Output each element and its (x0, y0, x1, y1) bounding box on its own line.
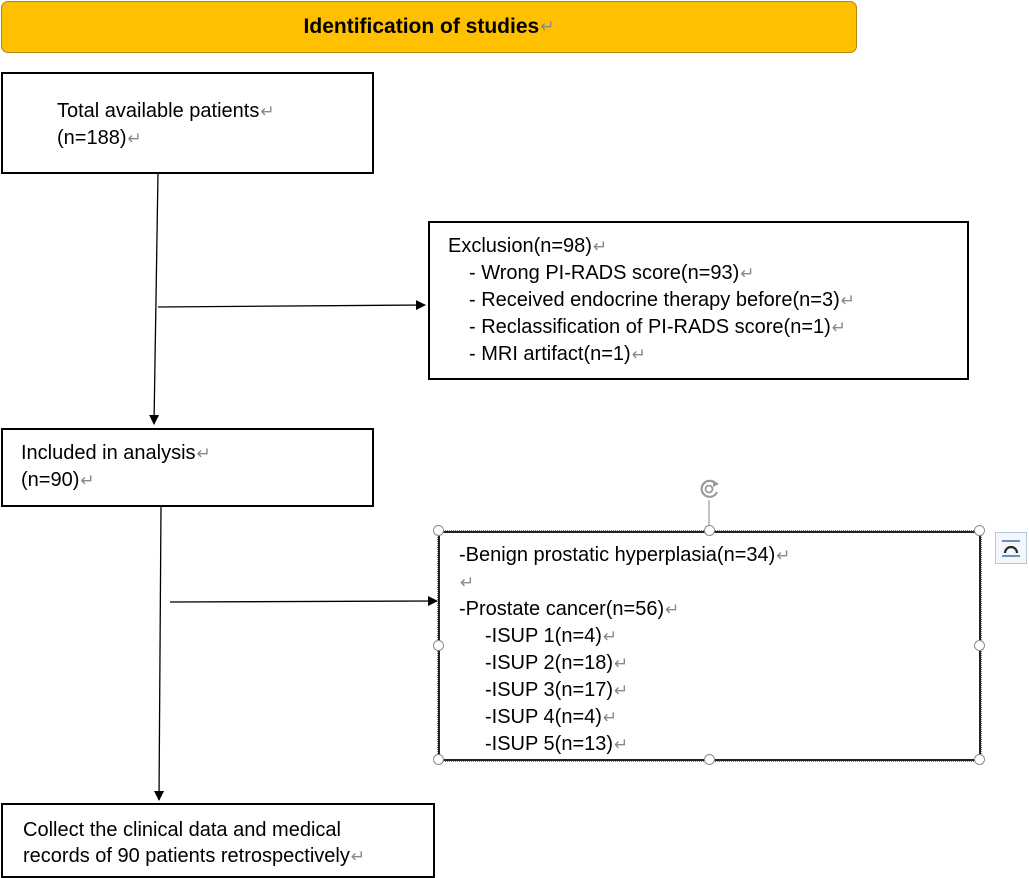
box-line: ↵ (460, 573, 475, 592)
resize-handle-left[interactable] (433, 640, 444, 651)
connector-to-exclusion (157, 300, 426, 311)
exclusion-box: Exclusion(n=98)↵ - Wrong PI-RADS score(n… (428, 221, 969, 380)
flowchart-title: Identification of studies↵ (1, 1, 857, 53)
flowchart-title-text: Identification of studies (303, 15, 540, 38)
box-line: records of 90 patients retrospectively↵ (23, 845, 366, 867)
box-line: Included in analysis↵ (21, 442, 211, 464)
connector-to-diagnosis (169, 596, 438, 607)
resize-handle-bottom-left[interactable] (433, 754, 444, 765)
box-line: -Prostate cancer(n=56)↵ (459, 598, 680, 620)
resize-handle-right[interactable] (974, 640, 985, 651)
box-line: -ISUP 2(n=18)↵ (485, 652, 629, 674)
box-line: - Wrong PI-RADS score(n=93)↵ (469, 262, 755, 284)
diagnosis-box[interactable]: -Benign prostatic hyperplasia(n=34)↵ ↵ -… (437, 530, 982, 762)
box-line: Total available patients↵ (57, 100, 275, 122)
box-line: - Reclassification of PI-RADS score(n=1)… (469, 316, 847, 338)
box-line: - Received endocrine therapy before(n=3)… (469, 289, 856, 311)
layout-options-button[interactable] (995, 532, 1027, 564)
included-box: Included in analysis↵ (n=90)↵ (1, 428, 374, 507)
box-line: Exclusion(n=98)↵ (448, 235, 608, 257)
box-line: -ISUP 5(n=13)↵ (485, 733, 629, 755)
box-line: (n=188)↵ (57, 127, 142, 149)
resize-handle-top[interactable] (704, 525, 715, 536)
box-line: -ISUP 3(n=17)↵ (485, 679, 629, 701)
collect-data-box: Collect the clinical data and medical re… (1, 803, 435, 878)
box-line: -Benign prostatic hyperplasia(n=34)↵ (459, 544, 791, 566)
resize-handle-bottom-right[interactable] (974, 754, 985, 765)
text-wrap-icon (1002, 540, 1020, 557)
resize-handle-top-left[interactable] (433, 525, 444, 536)
rotate-icon[interactable] (696, 476, 724, 502)
total-patients-box: Total available patients↵ (n=188)↵ (1, 72, 374, 174)
resize-handle-bottom[interactable] (704, 754, 715, 765)
box-line: -ISUP 1(n=4)↵ (485, 625, 618, 647)
resize-handle-top-right[interactable] (974, 525, 985, 536)
paragraph-mark-icon: ↵ (540, 17, 555, 36)
connector-total-to-included (149, 172, 160, 425)
connector-included-to-collect (154, 505, 165, 801)
box-line: (n=90)↵ (21, 469, 95, 491)
box-line: - MRI artifact(n=1)↵ (469, 343, 646, 365)
box-line: -ISUP 4(n=4)↵ (485, 706, 618, 728)
box-line: Collect the clinical data and medical (23, 819, 341, 841)
